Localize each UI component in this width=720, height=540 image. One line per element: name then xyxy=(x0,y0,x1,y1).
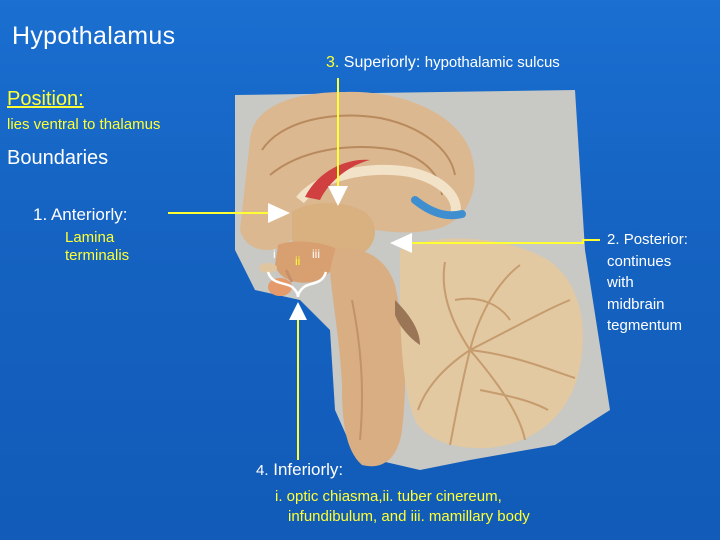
position-heading: Position: xyxy=(7,88,84,110)
posterior-line: midbrain xyxy=(607,295,665,313)
slide-title: Hypothalamus xyxy=(12,22,176,50)
position-text: lies ventral to thalamus xyxy=(7,116,161,133)
cerebral-vein xyxy=(411,196,466,220)
brainstem xyxy=(330,248,406,467)
figure-label-iii: iii xyxy=(312,247,320,261)
posterior-label: Posterior: xyxy=(623,231,688,248)
fornix xyxy=(305,159,370,200)
boundaries-heading: Boundaries xyxy=(7,147,109,169)
figure-label-ii: ii xyxy=(295,254,301,268)
inferior-number: 4. xyxy=(256,462,269,479)
superior-arrow xyxy=(328,78,348,206)
cerebellum xyxy=(400,238,583,449)
inferior-detail-line: infundibulum, and iii. mamillary body xyxy=(288,508,530,525)
hypothalamus xyxy=(275,241,337,283)
superior-number: 3. xyxy=(326,54,340,71)
posterior-line: with xyxy=(607,274,634,291)
optic-chiasm xyxy=(259,263,277,273)
posterior-arrow xyxy=(390,233,600,253)
anterior-label: 1. Anteriorly: xyxy=(33,205,128,224)
anterior-detail-line: terminalis xyxy=(65,247,130,264)
posterior-number: 2. xyxy=(607,231,620,248)
posterior-boundary: 2. Posterior: continues with midbrain te… xyxy=(607,229,717,337)
figure-label-i: i xyxy=(273,247,276,261)
inferior-label: Inferiorly: xyxy=(273,460,344,479)
inferior-boundary: 4. Inferiorly: xyxy=(256,460,343,480)
anterior-detail: Lamina terminalis xyxy=(65,229,185,265)
posterior-line: tegmentum xyxy=(607,317,683,334)
inferior-arrow xyxy=(289,302,307,460)
pituitary xyxy=(268,278,292,296)
superior-boundary: 3. Superiorly: hypothalamic sulcus xyxy=(326,54,560,72)
anterior-detail-line: Lamina xyxy=(65,229,115,246)
anterior-arrow xyxy=(168,203,290,223)
posterior-line: continues xyxy=(607,252,672,270)
superior-label: Superiorly: xyxy=(343,54,421,71)
inferior-brace xyxy=(266,271,328,298)
superior-detail: hypothalamic sulcus xyxy=(424,54,560,71)
inferior-detail: i. optic chiasma,ii. tuber cinereum, inf… xyxy=(275,487,530,527)
inferior-detail-line: i. optic chiasma,ii. tuber cinereum, xyxy=(275,488,502,505)
